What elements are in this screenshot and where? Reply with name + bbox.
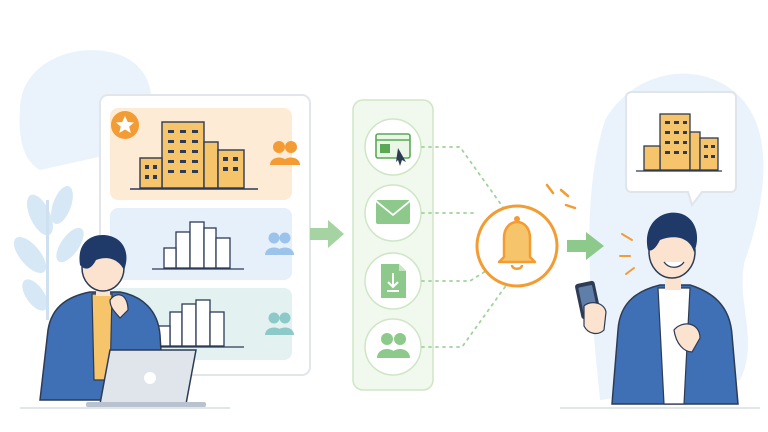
listing-card-highlighted[interactable] — [110, 108, 300, 200]
envelope-icon — [375, 200, 411, 224]
windows-pattern — [665, 121, 715, 158]
person-with-laptop — [39, 235, 206, 407]
windows-pattern — [145, 130, 238, 179]
listing-card[interactable] — [110, 208, 294, 280]
flow-arrow-icon — [310, 220, 344, 248]
star-glyph — [116, 116, 134, 133]
buildings-icon — [148, 299, 244, 348]
buildings-icon — [152, 221, 244, 270]
browser-click-icon — [375, 133, 411, 166]
people-icon — [265, 312, 294, 335]
ring-lines — [545, 183, 577, 210]
bell-icon — [497, 216, 537, 270]
plant-decoration — [13, 185, 84, 320]
speech-bubble — [625, 91, 737, 208]
laptop-icon — [86, 349, 206, 407]
notification-bell[interactable] — [475, 204, 559, 288]
channel-document[interactable] — [364, 252, 422, 310]
excitement-lines — [619, 233, 635, 275]
channel-browser[interactable] — [364, 118, 422, 176]
download-document-icon — [381, 264, 406, 298]
people-icon — [265, 232, 294, 255]
channels-panel — [352, 99, 434, 391]
channel-contacts[interactable] — [364, 318, 422, 376]
channel-email[interactable] — [364, 184, 422, 242]
people-icon — [270, 141, 300, 165]
people-icon — [377, 333, 410, 358]
person-with-smartphone — [575, 212, 739, 405]
flow-arrow-icon — [567, 232, 604, 260]
